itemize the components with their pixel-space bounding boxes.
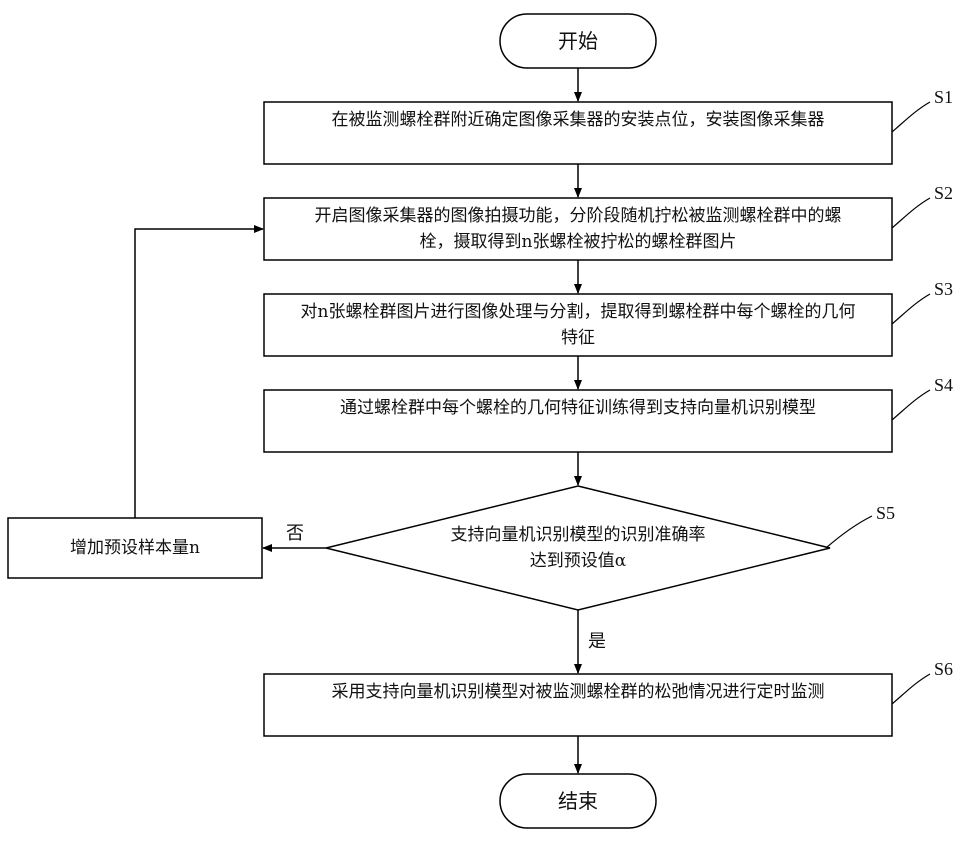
end-label: 结束: [500, 788, 656, 814]
step-s3-text: 对n张螺栓群图片进行图像处理与分割，提取得到螺栓群中每个螺栓的几何特征: [300, 299, 856, 351]
leader-s5: [826, 516, 872, 548]
leader-s3: [892, 294, 930, 324]
branch-no-label: 否: [286, 522, 304, 544]
step-s6-text: 采用支持向量机识别模型对被监测螺栓群的松弛情况进行定时监测: [300, 679, 856, 705]
arrow-side-loop-s2: [135, 229, 263, 518]
leader-s4: [892, 390, 930, 420]
step-s3-id: S3: [934, 278, 953, 300]
leader-s1: [892, 102, 930, 132]
leader-s2: [892, 198, 930, 228]
step-s4-text: 通过螺栓群中每个螺栓的几何特征训练得到支持向量机识别模型: [300, 395, 856, 421]
step-s2-text: 开启图像采集器的图像拍摄功能，分阶段随机拧松被监测螺栓群中的螺栓，摄取得到n张螺…: [300, 203, 856, 255]
step-s2-id: S2: [934, 182, 953, 204]
step-s1-text: 在被监测螺栓群附近确定图像采集器的安装点位，安装图像采集器: [300, 107, 856, 133]
step-s4-id: S4: [934, 374, 953, 396]
start-label: 开始: [500, 28, 656, 54]
step-s5-id: S5: [876, 502, 895, 524]
step-s1-id: S1: [934, 86, 953, 108]
step-s6-id: S6: [934, 658, 953, 680]
branch-yes-label: 是: [588, 630, 606, 652]
leader-s6: [892, 674, 930, 704]
side-box-text: 增加预设样本量n: [8, 535, 262, 561]
step-s5-text: 支持向量机识别模型的识别准确率达到预设值α: [448, 522, 708, 574]
